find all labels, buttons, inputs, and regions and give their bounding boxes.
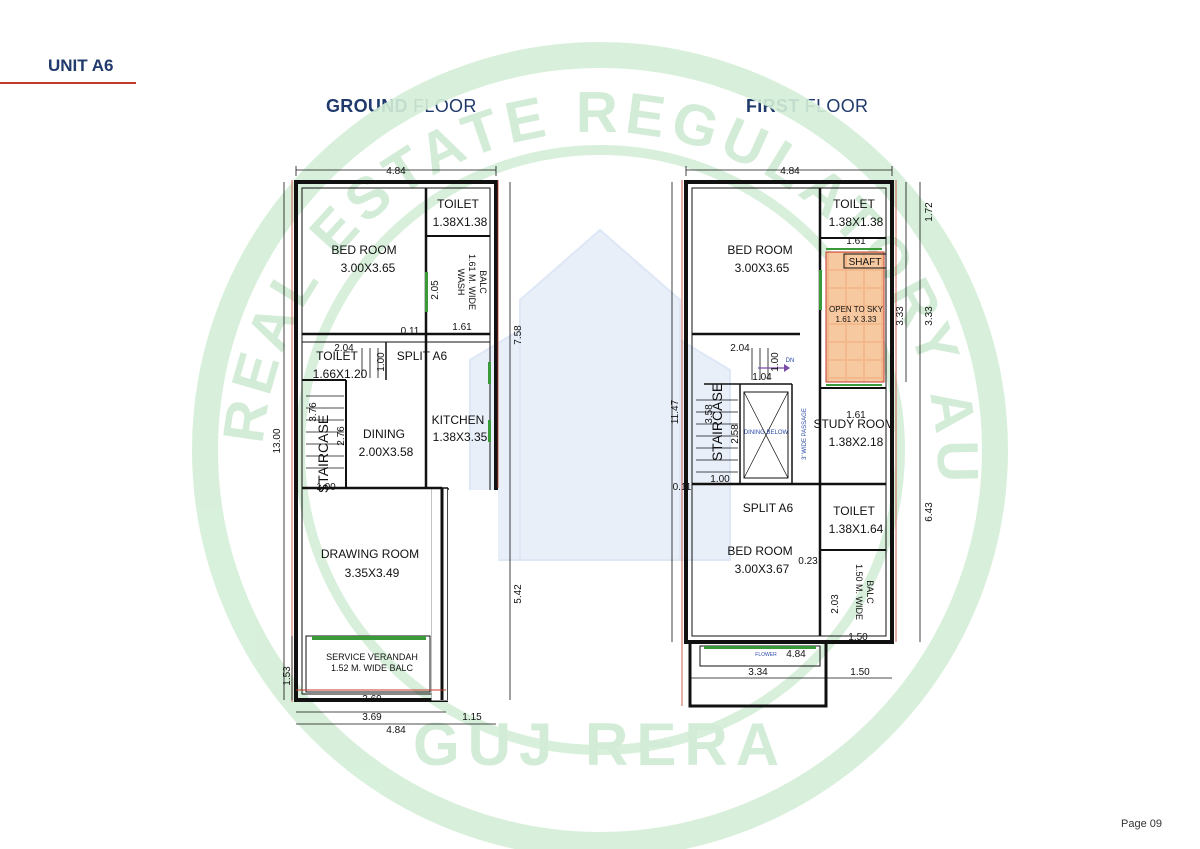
ground-dim-stair-a: 3.76 [308,402,319,422]
ground-dim-bottom-left: 3.69 [362,712,382,723]
ground-toilet2-name: TOILET [316,349,358,363]
first-dim-right-c: 6.43 [924,502,935,522]
ground-drawing-room-size: 3.35X3.49 [345,566,400,580]
first-dim-balc-width: 1.50 [848,632,868,643]
ground-dim-bottom-right: 1.15 [462,712,482,723]
first-dim-bottom-left: 3.34 [748,667,768,678]
first-dim-study-width: 1.61 [846,410,866,421]
first-dim-stair-a: 3.58 [704,404,715,424]
first-dining-below: DINING BELOW [744,430,789,436]
ground-kitchen-size: 1.38X3.35 [433,430,488,444]
ground-dim-total-depth: 13.00 [272,428,283,453]
unit-title-underline [0,82,136,84]
first-bed-room1-size: 3.00X3.65 [735,261,790,275]
first-dim-balc-height: 2.03 [830,594,841,614]
ground-dim-top: 4.84 [386,166,406,177]
first-floor-plan: 4.84 11.47 1.72 3.33 6.43 3.33 1.61 1.61… [670,166,935,708]
first-toilet2-name: TOILET [833,504,875,518]
ground-dining-size: 2.00X3.58 [359,445,414,459]
first-dim-open-width: 1.61 [846,236,866,247]
first-dim-right-a: 1.72 [924,202,935,222]
first-flower-label: FLOWER [755,652,777,658]
first-dim-gap: 0.23 [798,556,818,567]
ground-wash-label-1: WASH [456,269,466,296]
first-shaft-label: SHAFT [849,257,882,268]
ground-toilet1-size: 1.38X1.38 [433,215,488,229]
ground-dim-wash-height: 2.05 [430,280,441,300]
first-bed-room2-name: BED ROOM [727,544,792,558]
first-toilet1-name: TOILET [833,197,875,211]
first-dim-stair-inner: 1.04 [752,372,772,383]
first-dim-total-depth: 11.47 [670,399,681,424]
ground-wash-label-3: BALC [478,270,488,294]
ground-toilet2-size: 1.66X1.20 [313,367,368,381]
ground-verandah-label-1: SERVICE VERANDAH [326,652,418,662]
ground-dim-verandah-depth: 1.53 [282,666,293,686]
first-dim-stair-side: 1.00 [770,352,781,372]
first-dim-bottom-right: 1.50 [850,667,870,678]
first-dim-open-inner: 3.33 [895,306,906,326]
ground-toilet1-name: TOILET [437,197,479,211]
first-toilet2-size: 1.38X1.64 [829,522,884,536]
first-dim-bottom-total: 4.84 [786,649,806,660]
ground-drawing-room-name: DRAWING ROOM [321,547,419,561]
first-dim-stair-c: 1.00 [710,474,730,485]
first-toilet1-size: 1.38X1.38 [829,215,884,229]
ground-floor-plan: 4.84 13.00 7.58 5.42 1.53 3.69 3.69 1.15… [272,166,524,736]
watermark-bottom-text: GUJ RERA [413,711,787,778]
ground-dining-name: DINING [363,427,405,441]
ground-verandah-label-2: 1.52 M. WIDE BALC [331,663,414,673]
ground-dim-balc-width: 1.61 [452,322,472,333]
watermark-building-icon [469,228,731,561]
ground-dim-right-lower: 5.42 [513,584,524,604]
ground-bed-room-size: 3.00X3.65 [341,261,396,275]
ground-dim-stair-b: 2.76 [336,426,347,446]
first-dim-right-b: 3.33 [924,306,935,326]
first-dim-passage: 0.11 [673,482,692,493]
ground-wash-label-2: 1.61 M. WIDE [467,254,477,310]
open-to-sky-area [825,251,885,383]
unit-title: UNIT A6 [48,56,114,75]
first-bed-room2-size: 3.00X3.67 [735,562,790,576]
page-number: Page 09 [1121,818,1162,830]
ground-dim-verandah-width: 3.69 [362,694,382,705]
first-bed-room1-name: BED ROOM [727,243,792,257]
ground-dim-bottom-total: 4.84 [386,725,406,736]
first-dim-stair-b: 2.58 [730,424,741,444]
first-open-to-sky-1: OPEN TO SKY [829,305,884,314]
first-dim-stair-top: 2.04 [730,343,750,354]
ground-dim-right-upper: 7.58 [513,325,524,345]
ground-bed-room-name: BED ROOM [331,243,396,257]
ground-dim-passage: 0.11 [401,326,420,337]
ground-split-label: SPLIT A6 [397,349,448,363]
ground-dim-stair-c: 1.00 [316,482,336,493]
first-dim-top: 4.84 [780,166,800,177]
first-split-label: SPLIT A6 [743,501,794,515]
first-balc-label-1: 1.50 M. WIDE [854,564,864,620]
first-open-to-sky-2: 1.61 X 3.33 [836,315,877,324]
ground-kitchen-name: KITCHEN [432,413,485,427]
ground-dim-stair-top: 2.04 [334,343,354,354]
first-dn-label: DN [786,358,795,364]
ground-staircase-label: STAIRCASE [315,415,331,493]
first-staircase-label: STAIRCASE [709,383,725,461]
first-study-room-name: STUDY ROOM [813,417,894,431]
first-passage-note: 3' WIDE PASSAGE [802,408,808,460]
first-balc-label-2: BALC [865,580,875,604]
ground-dim-stair-side: 1.00 [376,352,387,372]
first-study-room-size: 1.38X2.18 [829,435,884,449]
